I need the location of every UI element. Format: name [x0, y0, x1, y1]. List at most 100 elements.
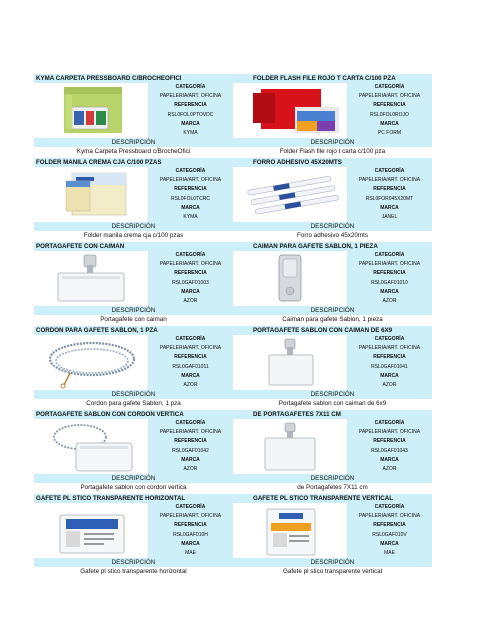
- referencia-value: RSL0GAF01043: [347, 446, 432, 456]
- product-image-badge-holder-clip: [235, 337, 347, 389]
- descripcion-label: DESCRIPCIÓN: [233, 222, 432, 231]
- marca-label: MARCA: [148, 455, 233, 465]
- product-description: Gafete pl stico transparente vertical: [282, 568, 383, 575]
- categoria-value: PAPELERIA/ART. OFICINA: [148, 428, 233, 438]
- categoria-value: PAPELERIA/ART. OFICINA: [347, 260, 432, 270]
- product-specs: CATEGORÍA PAPELERIA/ART. OFICINA REFEREN…: [347, 335, 432, 391]
- marca-label: MARCA: [148, 539, 233, 549]
- descripcion-label: DESCRIPCIÓN: [34, 390, 233, 399]
- product-title: DE PORTAGAFETES 7X11 CM: [233, 410, 432, 419]
- marca-value: AZOR: [347, 380, 432, 391]
- product-description: Cordon para gafete Sablon, 1 pza: [86, 400, 181, 407]
- product-card: DE PORTAGAFETES 7X11 CM CATEGORÍA PAPELE…: [233, 410, 432, 494]
- referencia-value: RSL0GAF01003: [148, 278, 233, 288]
- categoria-value: PAPELERIA/ART. OFICINA: [347, 344, 432, 354]
- marca-value: KYMA: [148, 128, 233, 139]
- referencia-label: REFERENCIA: [148, 269, 233, 279]
- product-specs: CATEGORÍA PAPELERIA/ART. OFICINA REFEREN…: [148, 335, 233, 391]
- product-title: PORTAGAFETE SABLON CON CAIMAN DE 6X9: [233, 326, 432, 335]
- product-description: Kyma Carpeta Pressboard c/BrocheOfici: [76, 148, 191, 155]
- product-description: de Portagafetes 7X11 cm: [297, 484, 368, 491]
- descripcion-label: DESCRIPCIÓN: [34, 138, 233, 147]
- product-card: PORTAGAFETE SABLON CON CAIMAN DE 6X9 CAT…: [233, 326, 432, 410]
- catalog-row: PORTAGAFETE SABLON CON CORDON VERTICA CA…: [34, 410, 432, 494]
- product-image-badge-clip: [235, 253, 347, 305]
- product-image-lanyard: [36, 337, 148, 389]
- referencia-label: REFERENCIA: [148, 101, 233, 111]
- categoria-label: CATEGORÍA: [347, 503, 432, 513]
- descripcion-label: DESCRIPCIÓN: [34, 474, 233, 483]
- referencia-value: RSL0GAF01041: [347, 362, 432, 372]
- product-specs: CATEGORÍA PAPELERIA/ART. OFICINA REFEREN…: [347, 419, 432, 475]
- product-specs: CATEGORÍA PAPELERIA/ART. OFICINA REFEREN…: [148, 167, 233, 223]
- product-title: CORDON PARA GAFETE SABLON, 1 PZA: [34, 326, 233, 335]
- marca-value: JANEL: [347, 212, 432, 223]
- catalog-row: PORTAGAFETE CON CAIMAN CATEGORÍA PAPELER…: [34, 242, 432, 326]
- catalog-row: KYMA CARPETA PRESSBOARD C/BROCHEOFICI CA…: [34, 74, 432, 158]
- referencia-value: RSL0GAF01042: [148, 446, 233, 456]
- referencia-label: REFERENCIA: [148, 185, 233, 195]
- categoria-label: CATEGORÍA: [347, 335, 432, 345]
- categoria-value: PAPELERIA/ART. OFICINA: [347, 428, 432, 438]
- descripcion-label: DESCRIPCIÓN: [233, 138, 432, 147]
- product-title: GAFETE PL STICO TRANSPARENTE VERTICAL: [233, 494, 432, 503]
- marca-label: MARCA: [347, 287, 432, 297]
- categoria-label: CATEGORÍA: [148, 251, 233, 261]
- referencia-label: REFERENCIA: [347, 353, 432, 363]
- product-title: FORRO ADHESIVO 45X20MTS: [233, 158, 432, 167]
- marca-value: MAE: [347, 548, 432, 559]
- marca-value: AZOR: [148, 296, 233, 307]
- marca-value: AZOR: [347, 296, 432, 307]
- categoria-label: CATEGORÍA: [347, 83, 432, 93]
- categoria-value: PAPELERIA/ART. OFICINA: [148, 176, 233, 186]
- categoria-label: CATEGORÍA: [347, 419, 432, 429]
- categoria-value: PAPELERIA/ART. OFICINA: [347, 512, 432, 522]
- product-image-plastic-badge-horizontal: [36, 505, 148, 557]
- product-specs: CATEGORÍA PAPELERIA/ART. OFICINA REFEREN…: [148, 251, 233, 307]
- product-title: CAIMAN PARA GAFETE SABLON, 1 PIEZA: [233, 242, 432, 251]
- referencia-label: REFERENCIA: [347, 521, 432, 531]
- marca-label: MARCA: [148, 287, 233, 297]
- marca-value: KYMA: [148, 212, 233, 223]
- marca-value: AZOR: [148, 380, 233, 391]
- marca-label: MARCA: [347, 539, 432, 549]
- descripcion-label: DESCRIPCIÓN: [233, 474, 432, 483]
- catalog-row: FOLDER MANILA CREMA CJA C/100 PZAS CATEG…: [34, 158, 432, 242]
- marca-label: MARCA: [347, 455, 432, 465]
- product-specs: CATEGORÍA PAPELERIA/ART. OFICINA REFEREN…: [148, 503, 233, 559]
- product-description: Portagafete sablon con cordon vertica: [80, 484, 187, 491]
- categoria-value: PAPELERIA/ART. OFICINA: [148, 344, 233, 354]
- referencia-value: RSL0FOL0TCRC: [148, 194, 233, 204]
- categoria-label: CATEGORÍA: [347, 251, 432, 261]
- catalog-row: GAFETE PL STICO TRANSPARENTE HORIZONTAL …: [34, 494, 432, 578]
- descripcion-label: DESCRIPCIÓN: [233, 390, 432, 399]
- marca-label: MARCA: [148, 119, 233, 129]
- categoria-value: PAPELERIA/ART. OFICINA: [347, 176, 432, 186]
- product-image-plastic-badge-vertical: [235, 505, 347, 557]
- product-image-badge-holder-7x11: [235, 421, 347, 473]
- product-description: Forro adhesivo 45x20mts: [296, 232, 369, 239]
- catalog-grid: KYMA CARPETA PRESSBOARD C/BROCHEOFICI CA…: [34, 74, 432, 578]
- referencia-label: REFERENCIA: [347, 437, 432, 447]
- catalog-row: CORDON PARA GAFETE SABLON, 1 PZA CATEGOR…: [34, 326, 432, 410]
- categoria-label: CATEGORÍA: [148, 503, 233, 513]
- product-specs: CATEGORÍA PAPELERIA/ART. OFICINA REFEREN…: [347, 167, 432, 223]
- product-title: FOLDER FLASH FILE ROJO T CARTA C/100 PZA: [233, 74, 432, 83]
- referencia-label: REFERENCIA: [347, 185, 432, 195]
- marca-value: AZOR: [148, 464, 233, 475]
- product-title: KYMA CARPETA PRESSBOARD C/BROCHEOFICI: [34, 74, 233, 83]
- product-image-folder-red: [235, 85, 347, 137]
- product-description: Portagafete con caiman: [100, 316, 167, 323]
- product-title: PORTAGAFETE SABLON CON CORDON VERTICA: [34, 410, 233, 419]
- marca-label: MARCA: [148, 371, 233, 381]
- product-image-adhesive-rolls: [235, 169, 347, 221]
- product-card: FOLDER MANILA CREMA CJA C/100 PZAS CATEG…: [34, 158, 233, 242]
- descripcion-label: DESCRIPCIÓN: [34, 558, 233, 567]
- product-description: Folder Flash file rojo t carta c/100 pza: [279, 148, 386, 155]
- product-description: Portagafete sablon con caiman de 6x9: [278, 400, 387, 407]
- product-image-badge-lanyard: [36, 421, 148, 473]
- categoria-value: PAPELERIA/ART. OFICINA: [148, 260, 233, 270]
- product-card: FORRO ADHESIVO 45X20MTS CATEGORÍA PAPELE…: [233, 158, 432, 242]
- descripcion-label: DESCRIPCIÓN: [34, 306, 233, 315]
- product-card: PORTAGAFETE SABLON CON CORDON VERTICA CA…: [34, 410, 233, 494]
